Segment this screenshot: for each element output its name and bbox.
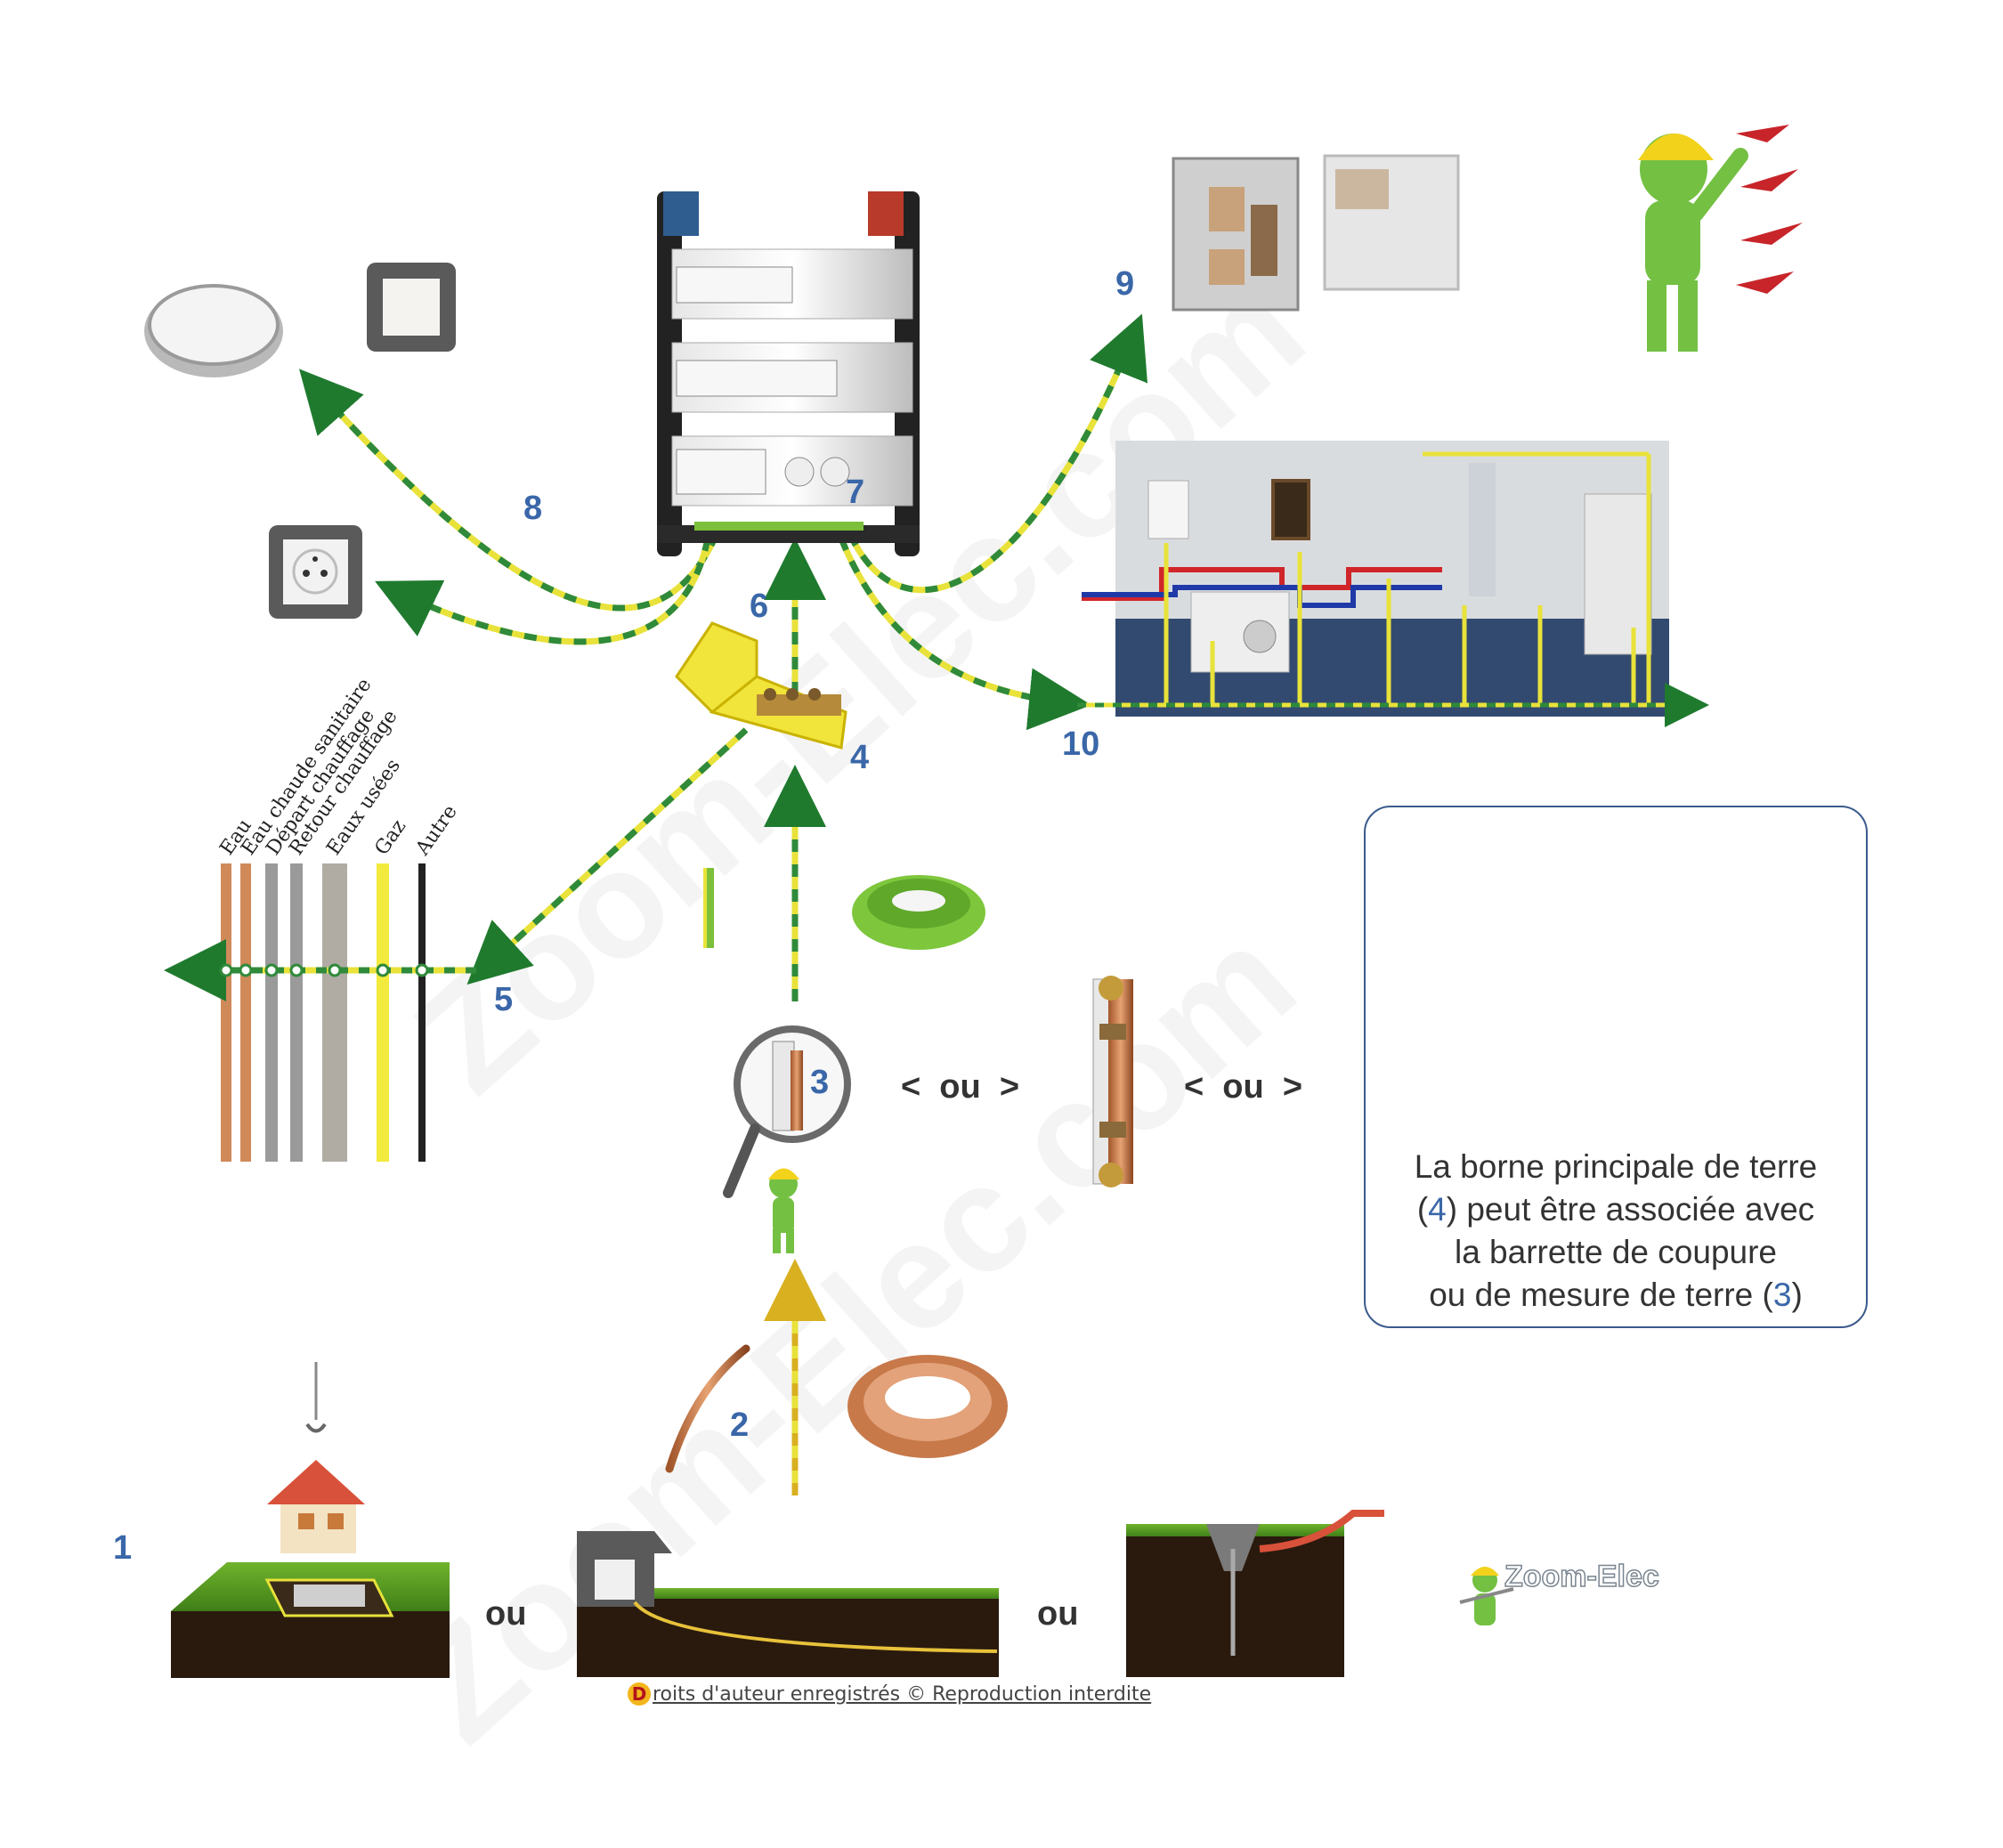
label-number-2: 2 — [730, 1406, 750, 1444]
info-box: La borne principale de terre (4) peut êt… — [1364, 806, 1868, 1328]
info-line-4: ou de mesure de terre (3) — [1366, 1274, 1866, 1317]
small-worker-icon — [768, 1168, 799, 1253]
socket-outlet-icon — [269, 525, 362, 619]
test-link-bar-icon — [1092, 976, 1133, 1187]
info-ref-4: 4 — [1428, 1191, 1447, 1228]
magnifier-icon — [723, 1025, 851, 1198]
label-number-8: 8 — [523, 490, 543, 527]
separator-ou-bottom-left: ou — [485, 1595, 527, 1633]
appliance-box-icon — [1172, 154, 1460, 312]
pipes-group: Eau Eau chaude sanitaire Départ chauffag… — [164, 674, 476, 1162]
copper-conductor-icon — [665, 1344, 750, 1473]
separator-ou-bottom-right: ou — [1037, 1595, 1079, 1633]
separator-ou-right: < ou > — [1184, 1068, 1303, 1106]
pipe-gaz — [377, 863, 389, 1162]
label-number-9: 9 — [1115, 265, 1135, 303]
ground-option-foundation-loop — [171, 1562, 450, 1678]
info-line-1: La borne principale de terre — [1414, 1148, 1818, 1185]
info-text: La borne principale de terre (4) peut êt… — [1366, 1146, 1866, 1317]
label-number-10: 10 — [1062, 725, 1100, 763]
info-line-4-start: ou de mesure de terre ( — [1429, 1277, 1773, 1313]
pipe-eaux-usees — [322, 863, 347, 1162]
copper-coil-icon — [847, 1355, 1008, 1458]
label-number-7: 7 — [846, 474, 865, 511]
label-number-6: 6 — [750, 588, 769, 625]
main-earthing-terminal-icon — [675, 621, 847, 750]
copyright-initial: D — [628, 1682, 651, 1706]
label-number-4: 4 — [850, 739, 870, 776]
earth-cable-icon — [703, 868, 714, 948]
label-number-5: 5 — [494, 981, 514, 1018]
bathroom-scene-icon — [1077, 441, 1709, 727]
info-ref-3: 3 — [1772, 1277, 1792, 1313]
label-number-3: 3 — [810, 1064, 830, 1101]
pipe-autre — [418, 863, 426, 1162]
info-line-2-rest: ) peut être associée avec — [1446, 1191, 1815, 1228]
earth-cable-coil-icon — [852, 875, 985, 950]
zoom-elec-logo: Zoom-Elec — [1504, 1559, 1659, 1594]
info-line-2: (4) peut être associée avec — [1366, 1188, 1866, 1231]
distribution-board-icon — [657, 191, 920, 556]
separator-ou-left: < ou > — [901, 1068, 1020, 1106]
house-crane-icon — [267, 1362, 365, 1553]
pipe-depart-chauffage — [265, 863, 278, 1162]
label-number-1: 1 — [113, 1529, 133, 1567]
pipe-eau-chaude — [240, 863, 251, 1162]
zoom-elec-logo-icon — [1459, 1567, 1514, 1625]
pipe-eau — [221, 863, 231, 1162]
pipe-retour-chauffage — [290, 863, 303, 1162]
pipe-label-autre: Autre — [411, 801, 462, 860]
ceiling-light-icon — [144, 284, 283, 377]
ground-option-trench — [577, 1531, 999, 1677]
worker-checklist-icon — [1638, 125, 1803, 352]
light-switch-icon — [367, 263, 456, 352]
earth-conductors — [298, 313, 1147, 1495]
info-line-3: la barrette de coupure — [1454, 1234, 1777, 1270]
info-line-4-close: ) — [1791, 1277, 1803, 1313]
ground-option-rod — [1126, 1510, 1384, 1677]
copyright-text: roits d'auteur enregistrés © Reproductio… — [653, 1683, 1152, 1706]
pipe-label-gaz: Gaz — [370, 815, 410, 859]
info-line-2-open: ( — [1416, 1191, 1429, 1228]
